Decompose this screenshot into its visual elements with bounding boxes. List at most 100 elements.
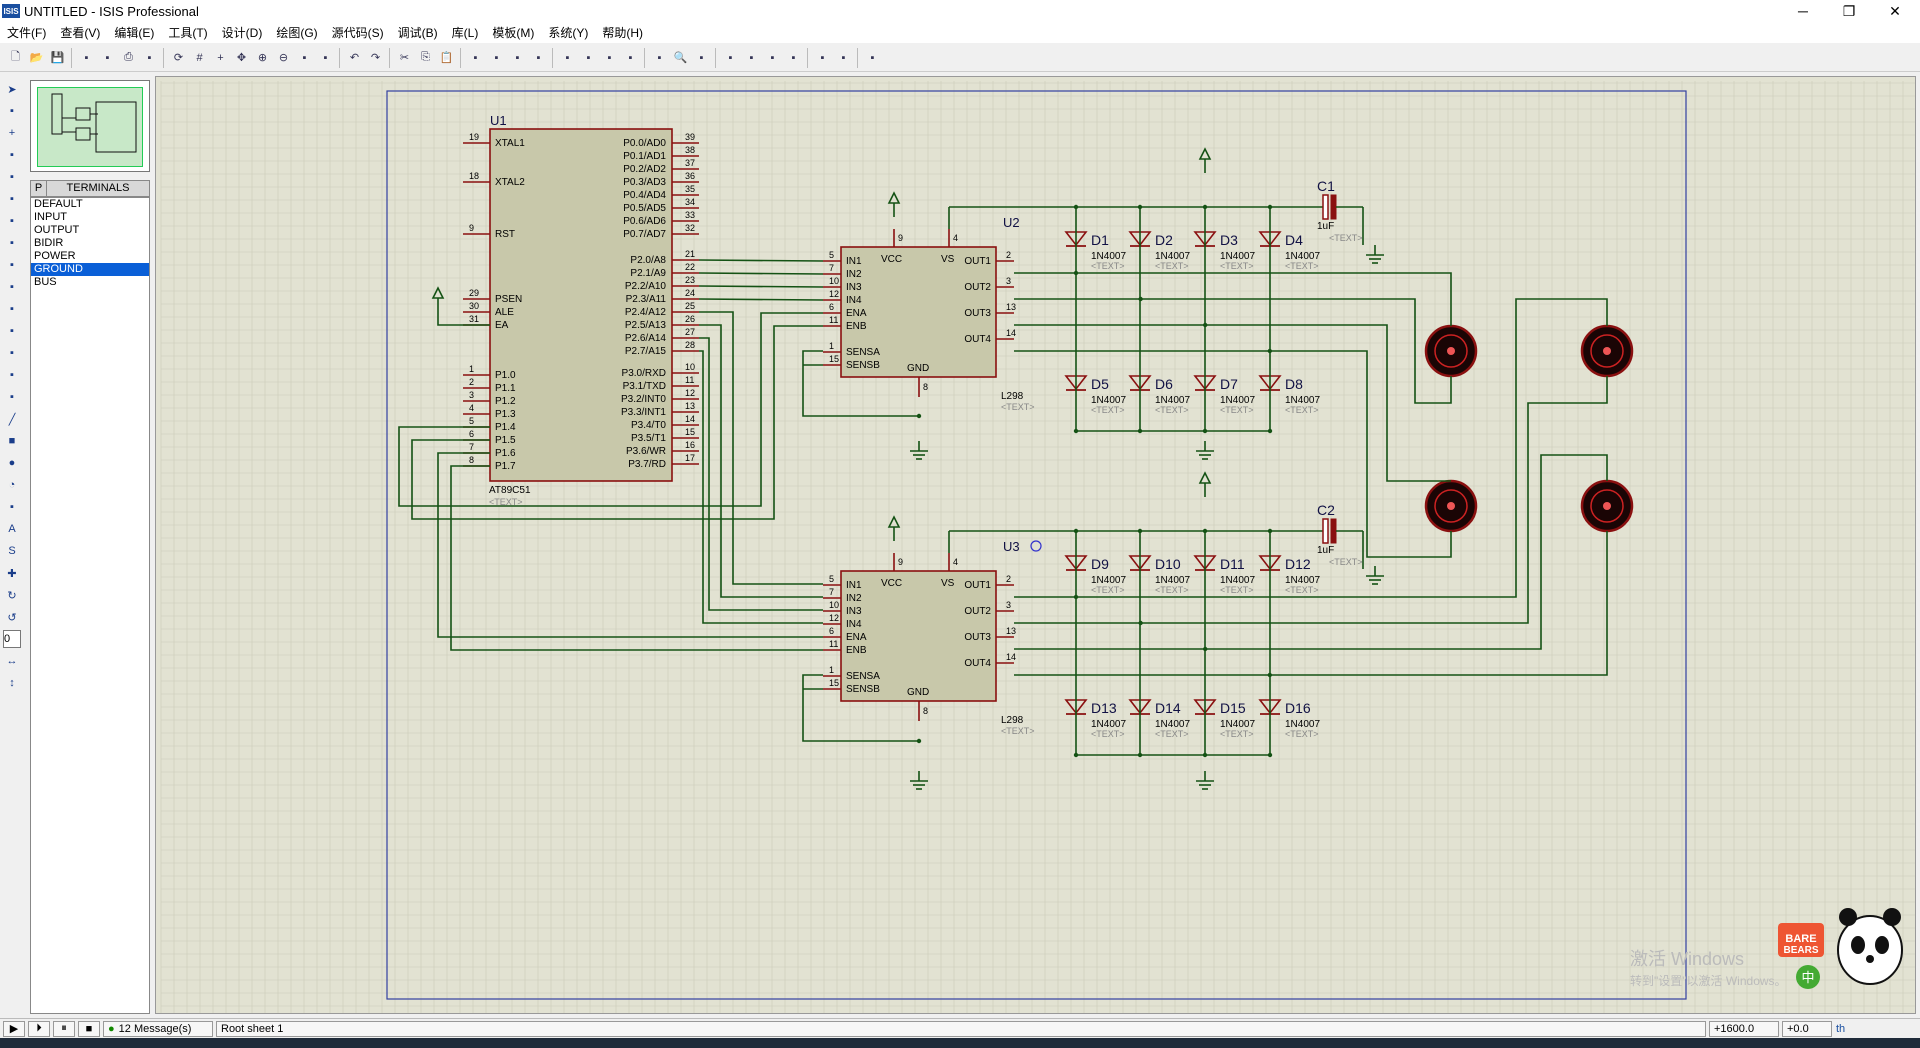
block-delete-icon[interactable]: ▪ <box>536 51 541 64</box>
text-script-icon[interactable]: ▪ <box>10 171 14 183</box>
save-icon[interactable]: 💾 <box>50 52 65 64</box>
rotate-cw-icon[interactable]: ↻ <box>7 589 17 602</box>
box-icon[interactable]: ■ <box>8 435 16 447</box>
pin-number: 34 <box>685 197 695 207</box>
bom-icon[interactable]: ▪ <box>791 51 796 64</box>
arc-icon[interactable]: ◔ <box>8 479 16 491</box>
close-button[interactable]: ✕ <box>1889 2 1901 19</box>
open-icon[interactable]: 📂 <box>29 52 44 64</box>
minimize-button[interactable]: ─ <box>1798 3 1808 19</box>
export-icon[interactable]: ▪ <box>105 51 110 64</box>
pan-icon[interactable]: ✥ <box>236 52 247 64</box>
terminal-item-output[interactable]: OUTPUT <box>34 224 80 236</box>
pin-icon[interactable]: ▪ <box>10 259 14 271</box>
netlist-icon[interactable]: ▪ <box>728 51 733 64</box>
component-icon[interactable]: ▪ <box>10 105 14 117</box>
zoom-area-icon[interactable]: ▪ <box>323 51 328 64</box>
import-icon[interactable]: ▪ <box>84 51 89 64</box>
stop-button[interactable]: ■ <box>78 1020 100 1037</box>
zoom-all-icon[interactable]: ▪ <box>302 51 307 64</box>
terminal-item-default[interactable]: DEFAULT <box>34 198 83 210</box>
redo-icon[interactable]: ↷ <box>370 52 381 64</box>
wire-autoroute-icon[interactable]: ▪ <box>657 51 662 64</box>
rotation-input[interactable]: 0 <box>3 630 21 648</box>
menu-item-8[interactable]: 库(L) <box>451 26 479 40</box>
pick-devices-button[interactable]: P <box>31 181 47 196</box>
wire <box>698 298 824 301</box>
path-icon[interactable]: ▪ <box>10 501 14 513</box>
area-icon[interactable]: ▪ <box>147 51 152 64</box>
menu-item-3[interactable]: 工具(T) <box>168 26 208 40</box>
menu-item-10[interactable]: 系统(Y) <box>548 26 589 40</box>
mirror-x-icon[interactable]: ↔ <box>6 655 18 667</box>
text-icon[interactable]: A <box>8 523 16 535</box>
menu-item-9[interactable]: 模板(M) <box>492 26 535 40</box>
pin-number: 2 <box>469 377 474 387</box>
menu-item-11[interactable]: 帮助(H) <box>602 26 643 40</box>
zoom-out-icon[interactable]: ⊖ <box>278 52 289 64</box>
terminal-item-ground[interactable]: GROUND <box>31 263 149 276</box>
graph-icon[interactable]: ▪ <box>10 281 14 293</box>
grid-icon[interactable]: # <box>196 51 203 64</box>
pick-icon[interactable]: ▪ <box>565 51 570 64</box>
new-sheet-icon[interactable]: ▪ <box>749 51 754 64</box>
overview-window[interactable] <box>30 80 150 172</box>
terminal-item-bidir[interactable]: BIDIR <box>34 237 64 249</box>
line-icon[interactable]: ╱ <box>8 413 16 426</box>
print-icon[interactable]: ⎙ <box>124 51 133 63</box>
zoom-in-icon[interactable]: ⊕ <box>257 52 268 64</box>
menu-item-1[interactable]: 查看(V) <box>60 26 101 40</box>
pause-button[interactable]: ⏸ <box>53 1020 75 1037</box>
block-copy-icon[interactable]: ▪ <box>473 51 478 64</box>
subcircuit-icon[interactable]: ▪ <box>10 215 14 227</box>
package-icon[interactable]: ▪ <box>607 51 612 64</box>
block-rotate-icon[interactable]: ▪ <box>515 51 520 64</box>
menu-item-7[interactable]: 调试(B) <box>397 26 438 40</box>
property-icon[interactable]: ▪ <box>699 51 704 64</box>
message-count[interactable]: ●12 Message(s) <box>103 1020 213 1037</box>
bus-icon[interactable]: ▪ <box>10 193 14 205</box>
cut-icon[interactable]: ✂ <box>399 52 410 64</box>
symbol-icon[interactable]: S <box>8 545 16 557</box>
schematic-drawing[interactable]: U1AT89C51<TEXT>19XTAL118XTAL29RST29PSEN3… <box>156 77 1917 1015</box>
decompose-icon[interactable]: ▪ <box>628 51 633 64</box>
menu-item-5[interactable]: 绘图(G) <box>276 26 318 40</box>
select-icon[interactable]: ➤ <box>7 83 17 96</box>
wire-label-icon[interactable]: ▪ <box>10 149 14 161</box>
erc-icon[interactable]: ▪ <box>820 51 825 64</box>
copy-icon[interactable]: ⎘ <box>421 51 430 63</box>
menu-item-6[interactable]: 源代码(S) <box>331 26 384 40</box>
probe-current-icon[interactable]: ▪ <box>10 369 14 381</box>
circle-icon[interactable]: ● <box>8 457 16 469</box>
terminal-icon[interactable]: ▪ <box>10 237 14 249</box>
undo-icon[interactable]: ↶ <box>349 52 360 64</box>
marker-icon[interactable]: ✚ <box>7 567 17 580</box>
tape-icon[interactable]: ▪ <box>10 303 14 315</box>
menu-item-2[interactable]: 编辑(E) <box>114 26 155 40</box>
origin-icon[interactable]: + <box>217 51 224 64</box>
search-icon[interactable]: 🔍 <box>673 52 688 64</box>
maximize-button[interactable]: ❐ <box>1842 2 1856 19</box>
menu-item-0[interactable]: 文件(F) <box>7 26 47 40</box>
play-button[interactable]: ▶ <box>3 1020 25 1037</box>
menu-item-4[interactable]: 设计(D) <box>221 26 263 40</box>
instrument-icon[interactable]: ▪ <box>10 391 14 403</box>
generator-icon[interactable]: ▪ <box>10 325 14 337</box>
new-file-icon[interactable]: 🗋 <box>11 51 20 63</box>
ares-export-icon[interactable]: ▪ <box>870 51 875 64</box>
terminal-item-input[interactable]: INPUT <box>34 211 67 223</box>
ares-icon[interactable]: ▪ <box>841 51 846 64</box>
terminal-item-power[interactable]: POWER <box>34 250 76 262</box>
terminal-item-bus[interactable]: BUS <box>34 276 57 288</box>
junction-icon[interactable]: + <box>8 127 16 139</box>
block-move-icon[interactable]: ▪ <box>494 51 499 64</box>
probe-voltage-icon[interactable]: ▪ <box>10 347 14 359</box>
make-device-icon[interactable]: ▪ <box>586 51 591 64</box>
refresh-icon[interactable]: ⟳ <box>173 52 184 64</box>
paste-icon[interactable]: 📋 <box>439 52 454 64</box>
mirror-y-icon[interactable]: ↕ <box>9 677 15 689</box>
rotate-ccw-icon[interactable]: ↺ <box>7 611 17 624</box>
remove-sheet-icon[interactable]: ▪ <box>770 51 775 64</box>
step-button[interactable]: ⏵ <box>28 1020 50 1037</box>
